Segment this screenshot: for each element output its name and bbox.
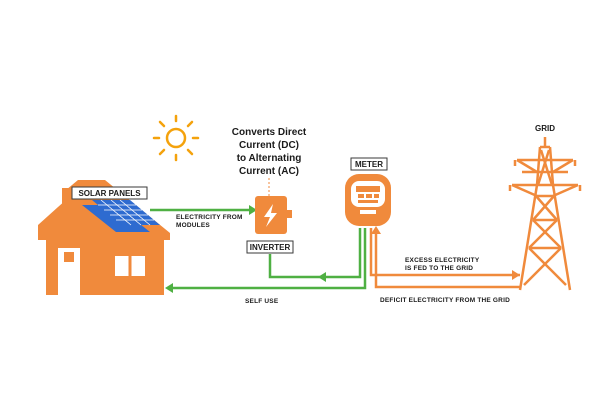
meter-label: METER bbox=[355, 160, 383, 169]
electricity-from-modules-line2: MODULES bbox=[176, 222, 210, 229]
sun-icon bbox=[152, 114, 200, 162]
inverter-label: INVERTER bbox=[250, 243, 291, 252]
self-use-arrow bbox=[165, 283, 173, 293]
deficit-from-grid-line bbox=[374, 228, 520, 289]
inverter-note-line4: Current (AC) bbox=[239, 166, 299, 177]
excess-label-line1: EXCESS ELECTRICITY bbox=[405, 257, 480, 264]
inverter-icon bbox=[255, 196, 292, 234]
inverter-to-meter-line bbox=[268, 228, 362, 279]
lightning-bolt-icon bbox=[264, 204, 277, 227]
inverter-to-meter-arrow bbox=[318, 272, 326, 282]
inverter-note-line1: Converts Direct bbox=[232, 127, 307, 138]
solar-panel-icon bbox=[82, 199, 160, 232]
inverter-note-line3: to Alternating bbox=[237, 153, 302, 164]
electricity-from-modules-line1: ELECTRICITY FROM bbox=[176, 214, 243, 221]
excess-to-grid-line bbox=[369, 228, 520, 277]
solar-panels-label: SOLAR PANELS bbox=[78, 189, 141, 198]
excess-to-grid-arrow bbox=[512, 270, 520, 280]
self-use-line bbox=[168, 228, 367, 290]
electric-meter-icon bbox=[345, 174, 391, 226]
deficit-label: DEFICIT ELECTRICITY FROM THE GRID bbox=[380, 297, 510, 304]
deficit-from-grid-arrow bbox=[371, 226, 381, 234]
excess-label-line2: IS FED TO THE GRID bbox=[405, 265, 473, 272]
inverter-label-box bbox=[246, 240, 294, 254]
grid-label: GRID bbox=[535, 124, 555, 133]
modules-to-inverter-arrow bbox=[150, 205, 257, 215]
self-use-label: SELF USE bbox=[245, 298, 279, 305]
inverter-note-line2: Current (DC) bbox=[239, 140, 299, 151]
transmission-tower-icon bbox=[508, 137, 582, 291]
solar-panels-label-box bbox=[71, 186, 148, 200]
meter-label-box bbox=[350, 157, 388, 171]
